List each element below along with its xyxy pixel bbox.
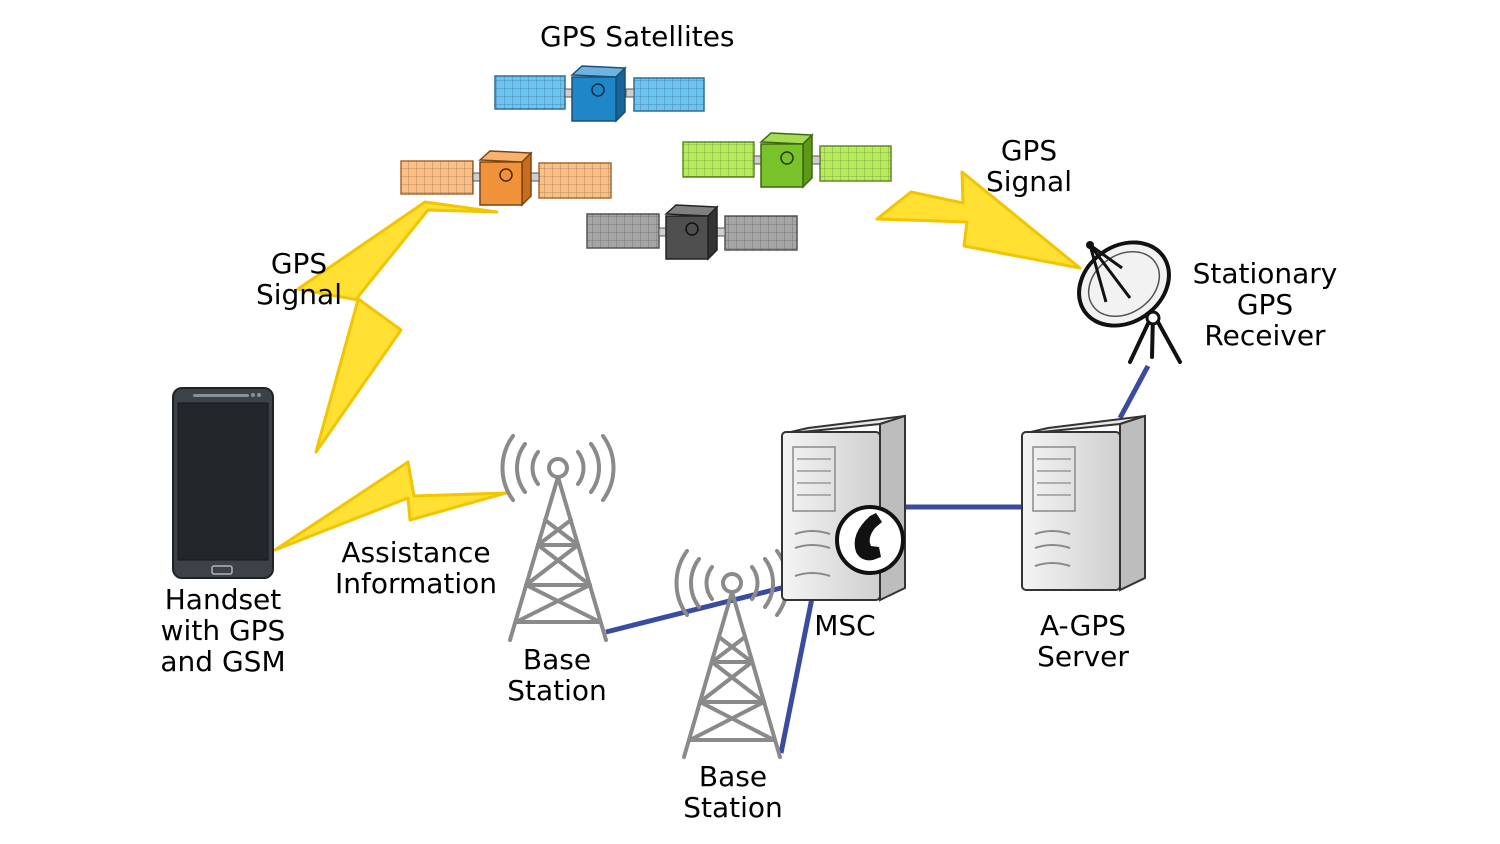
label-base-station-1: Base Station [507, 643, 607, 707]
link-base1-to-msc [605, 584, 786, 635]
satellite-blue [494, 65, 705, 123]
label-assistance-information: Assistance Information [334, 536, 498, 600]
label-gps-signal-right: GPS Signal [985, 134, 1072, 198]
cell-tower-icon [500, 434, 616, 642]
satellite-gray [586, 204, 798, 261]
server-icon [1021, 414, 1146, 592]
cell-tower-icon [674, 549, 790, 759]
lightning-bolt-icon [296, 200, 499, 454]
smartphone-icon [172, 387, 274, 579]
label-msc: MSC [814, 609, 876, 642]
link-base2-to-msc [778, 597, 815, 754]
link-agps-to-receiver [1117, 364, 1151, 420]
label-gps-signal-left: GPS Signal [255, 247, 342, 311]
label-base-station-2: Base Station [683, 760, 783, 824]
phone-icon [835, 505, 905, 575]
satellite-dish-icon [1077, 240, 1182, 364]
lightning-bolt-icon [273, 460, 508, 552]
lightning-bolt-icon [875, 170, 1082, 270]
lightning-bolts [273, 170, 1082, 552]
satellite-orange [400, 150, 612, 207]
label-agps-server: A-GPS Server [1037, 609, 1129, 673]
label-gps-satellites: GPS Satellites [540, 20, 735, 53]
label-handset: Handset with GPS and GSM [160, 583, 286, 678]
label-stationary-gps-receiver: Stationary GPS Receiver [1192, 257, 1338, 352]
satellite-green [682, 132, 892, 189]
server-icon [781, 414, 906, 602]
